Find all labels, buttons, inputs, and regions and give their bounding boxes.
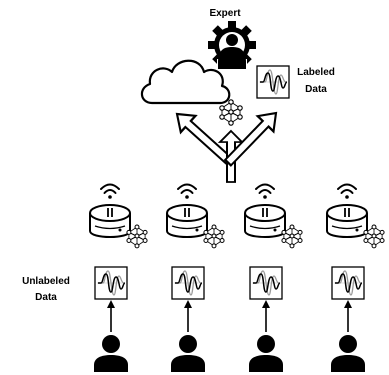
expert-title: Expert [209,8,241,19]
expert-icon [208,21,256,71]
labeled-data-label-line2: Data [305,84,327,95]
waveform-icon [249,266,283,300]
cloud-icon [140,59,231,105]
wifi-icon [337,183,357,200]
upload-arrowhead-icon [107,300,115,308]
wifi-icon [177,183,197,200]
clients-row [89,183,385,372]
upload-arrowhead-icon [262,300,270,308]
waveform-icon-labeled [256,65,290,99]
person-icon [331,335,365,372]
person-icon [171,335,205,372]
waveform-icon [331,266,365,300]
device-icon [326,204,368,238]
device-icon [89,204,131,238]
wifi-icon [100,183,120,200]
person-icon [249,335,283,372]
client-1 [89,183,148,372]
unlabeled-data-label-line2: Data [35,292,57,303]
device-icon [244,204,286,238]
waveform-icon [171,266,205,300]
labeled-data-label-line1: Labeled [297,67,335,78]
person-icon [94,335,128,372]
unlabeled-data-label-line1: Unlabeled [22,276,70,287]
client-2 [166,183,225,372]
device-icon [166,204,208,238]
upload-arrowhead-icon [184,300,192,308]
waveform-icon [94,266,128,300]
upload-arrowhead-icon [344,300,352,308]
client-4 [326,183,385,372]
client-3 [244,183,303,372]
wifi-icon [255,183,275,200]
